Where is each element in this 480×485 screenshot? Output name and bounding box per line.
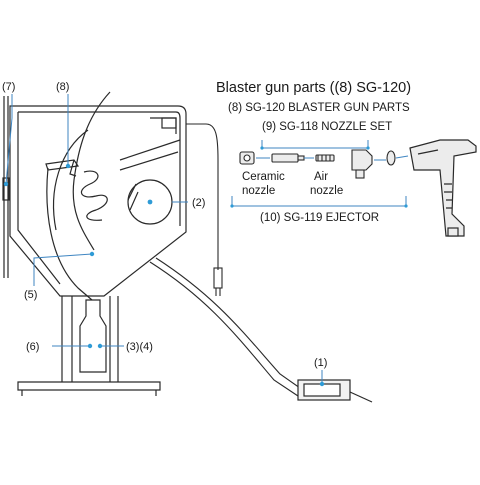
callout-3-4: (3)(4) bbox=[126, 341, 153, 353]
diagram-title: Blaster gun parts ((8) SG-120) bbox=[216, 80, 411, 96]
callout-1: (1) bbox=[314, 357, 327, 369]
ejector-heading: (10) SG-119 EJECTOR bbox=[260, 212, 379, 224]
callout-7: (7) bbox=[2, 81, 15, 93]
callout-8: (8) bbox=[56, 81, 69, 93]
hose-to-pedal-icon bbox=[149, 257, 301, 397]
ceramic-nozzle-label-2: nozzle bbox=[242, 185, 275, 197]
blaster-cabinet-icon bbox=[2, 91, 187, 396]
nozzle-cap-icon bbox=[351, 149, 373, 179]
air-nozzle-icon bbox=[315, 154, 335, 162]
air-nozzle-label-1: Air bbox=[314, 171, 328, 183]
nozzle-pin-icon bbox=[271, 153, 305, 163]
washer-icon bbox=[386, 150, 396, 166]
foot-pedal-icon bbox=[297, 379, 373, 403]
assembly-arrows bbox=[256, 155, 409, 161]
leader-lines bbox=[5, 94, 407, 384]
nozzle-set-heading: (9) SG-118 NOZZLE SET bbox=[262, 121, 392, 133]
ceramic-nozzle-icon bbox=[239, 151, 255, 165]
callout-2: (2) bbox=[192, 197, 205, 209]
ceramic-nozzle-label-1: Ceramic bbox=[242, 171, 285, 183]
callout-5: (5) bbox=[24, 289, 37, 301]
gun-parts-heading: (8) SG-120 BLASTER GUN PARTS bbox=[228, 102, 410, 114]
leader-dots bbox=[3, 146, 408, 387]
power-cord-icon bbox=[186, 123, 223, 296]
callout-6: (6) bbox=[26, 341, 39, 353]
air-nozzle-label-2: nozzle bbox=[310, 185, 343, 197]
blaster-gun-icon bbox=[409, 139, 477, 237]
